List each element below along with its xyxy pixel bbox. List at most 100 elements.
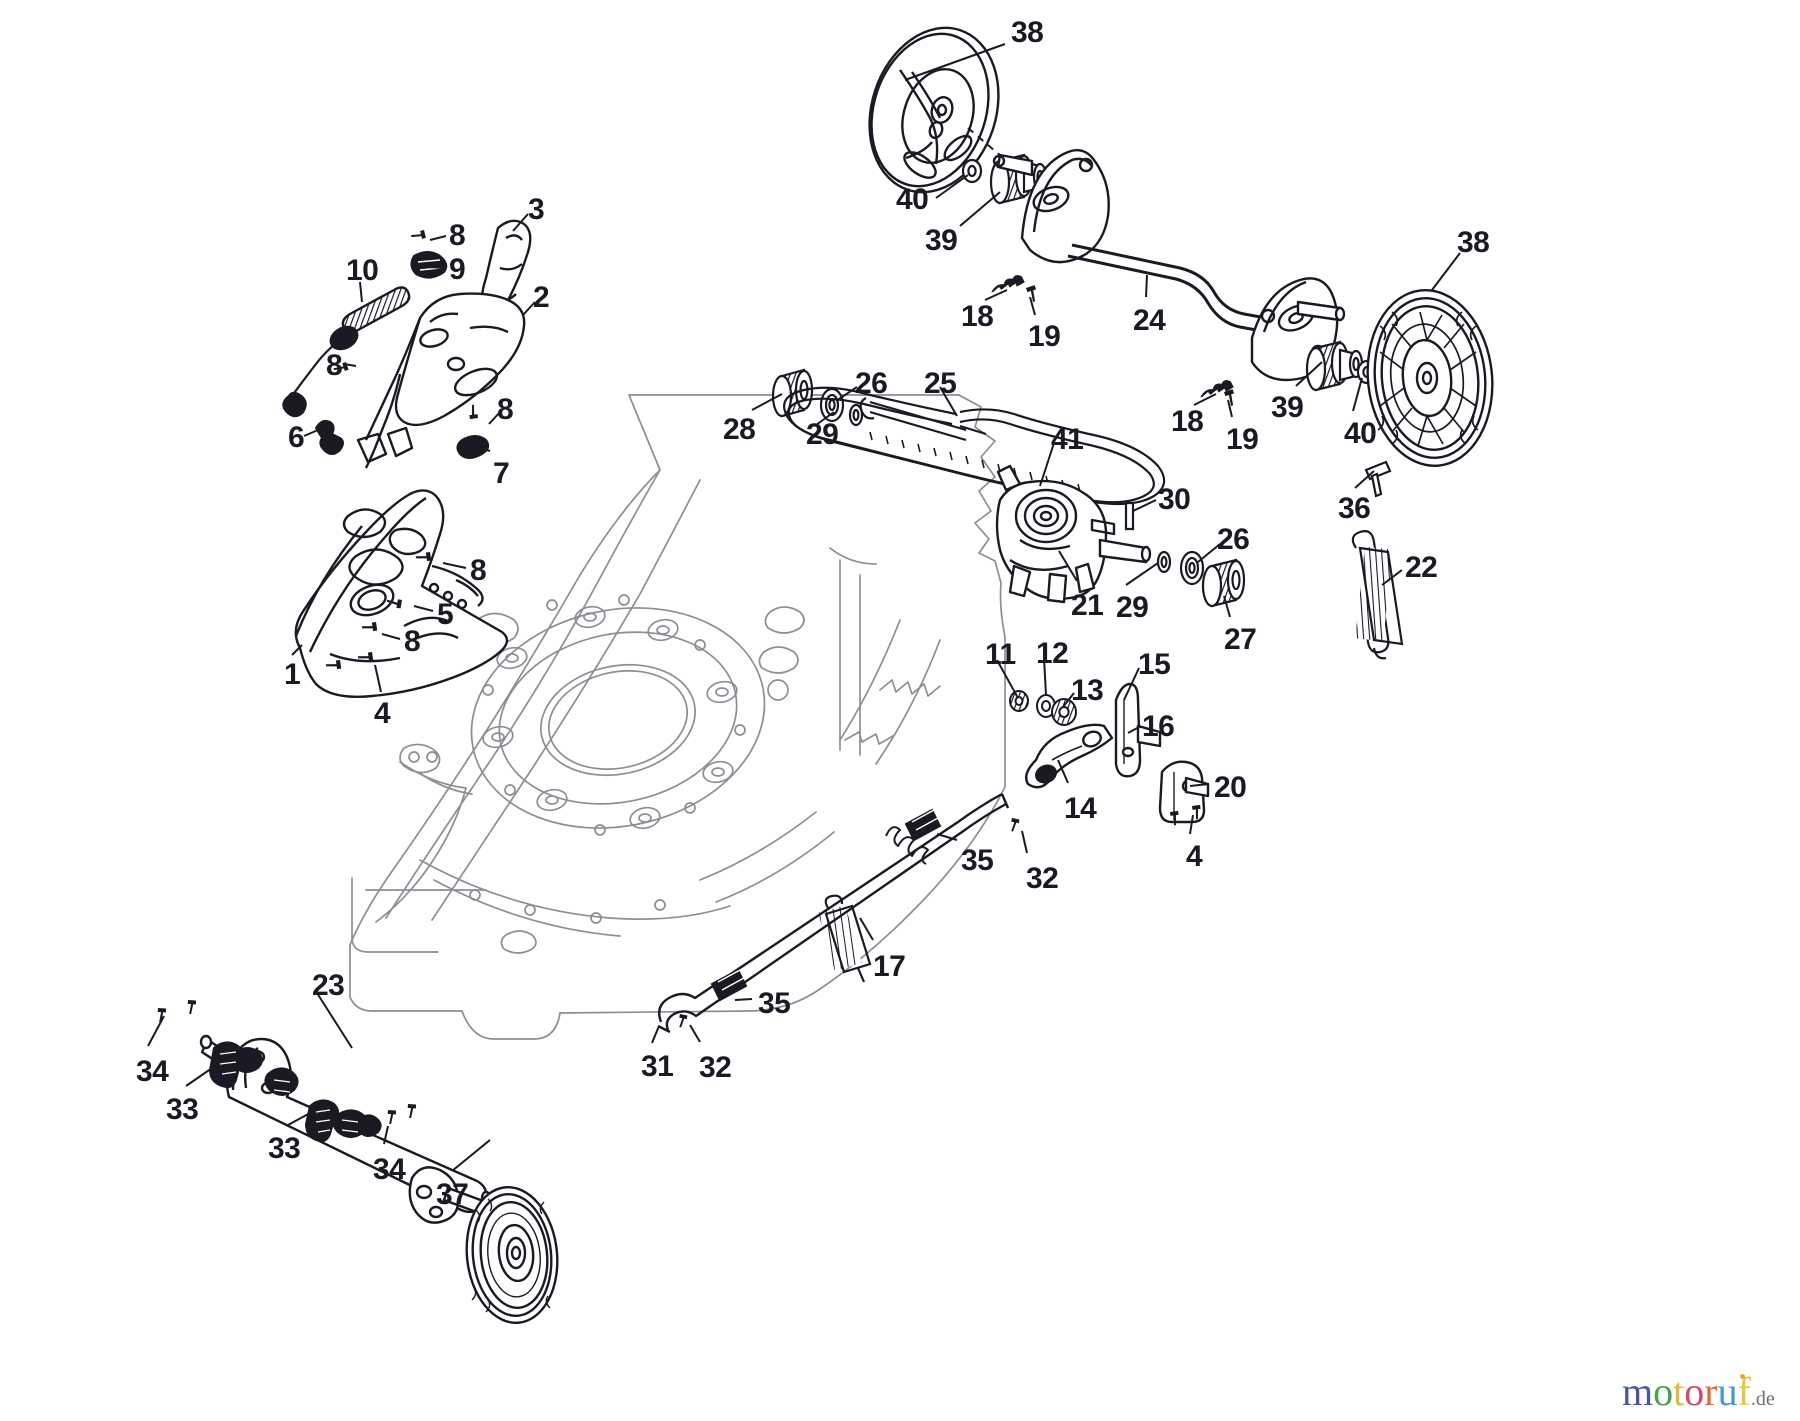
leader-line-34 (383, 1125, 389, 1145)
callout-number-13: 13 (1071, 674, 1104, 707)
callout-number-14: 14 (1064, 792, 1097, 825)
leader-line-14 (1057, 759, 1069, 784)
leader-line-8 (442, 562, 467, 569)
leader-line-28 (751, 393, 783, 411)
leader-line-8 (381, 633, 401, 640)
callout-number-19: 19 (1028, 320, 1061, 353)
leader-line-29 (815, 411, 835, 426)
callout-number-5: 5 (437, 598, 454, 631)
leader-line-6 (303, 429, 319, 437)
callout-number-6: 6 (288, 421, 305, 454)
callout-number-7: 7 (493, 457, 510, 490)
leader-line-29 (1125, 562, 1159, 586)
callout-number-19: 19 (1226, 423, 1259, 456)
leader-line-13 (1062, 692, 1075, 708)
watermark-suffix: .de (1750, 1388, 1775, 1410)
leader-line-32 (689, 1024, 701, 1043)
leader-line-21 (1058, 550, 1078, 582)
callout-number-40: 40 (896, 183, 929, 216)
leader-line-27 (1223, 595, 1231, 618)
leader-line-4 (1189, 814, 1194, 835)
callout-number-33: 33 (268, 1132, 301, 1165)
callout-number-35: 35 (961, 844, 994, 877)
leader-line-41 (1039, 442, 1055, 487)
callout-number-8: 8 (404, 625, 421, 658)
callout-number-26: 26 (855, 367, 888, 400)
callout-number-27: 27 (1224, 623, 1257, 656)
callout-number-10: 10 (346, 254, 379, 287)
watermark-accent-dot (1740, 1374, 1745, 1379)
leader-line-19 (1227, 399, 1233, 418)
leader-line-33 (185, 1065, 216, 1087)
callout-number-8: 8 (449, 219, 466, 252)
callout-number-18: 18 (1171, 405, 1204, 438)
callout-number-24: 24 (1133, 304, 1166, 337)
callout-number-35: 35 (758, 987, 791, 1020)
callout-number-29: 29 (806, 418, 839, 451)
callout-number-25: 25 (924, 367, 957, 400)
leader-line-39 (959, 191, 1001, 227)
callout-number-17: 17 (873, 950, 906, 983)
leader-line-15 (1123, 667, 1140, 701)
callout-number-40: 40 (1344, 417, 1377, 450)
callout-number-11: 11 (985, 638, 1016, 671)
callout-number-18: 18 (961, 300, 994, 333)
callout-number-4: 4 (1186, 840, 1203, 873)
callout-number-31: 31 (641, 1050, 674, 1083)
callout-number-21: 21 (1071, 589, 1104, 622)
leader-line-35 (936, 833, 958, 841)
leader-line-32 (1021, 830, 1028, 854)
watermark-letter-0: m (1622, 1369, 1654, 1414)
leader-line-7 (473, 445, 491, 452)
leader-line-1 (291, 644, 303, 656)
watermark-letter-1: o (1653, 1369, 1674, 1414)
leader-line-18 (984, 289, 1008, 301)
callout-number-4: 4 (374, 697, 391, 730)
callout-number-8: 8 (497, 393, 514, 426)
callout-number-34: 34 (136, 1055, 169, 1088)
callout-number-8: 8 (326, 349, 343, 382)
callout-number-16: 16 (1142, 710, 1175, 743)
callout-number-23: 23 (312, 969, 345, 1002)
callout-number-39: 39 (925, 224, 958, 257)
callout-number-34: 34 (373, 1153, 406, 1186)
callout-number-22: 22 (1405, 551, 1438, 584)
callout-number-41: 41 (1051, 423, 1084, 456)
leader-line-3 (512, 213, 529, 232)
callout-number-20: 20 (1214, 771, 1247, 804)
leader-line-11 (996, 659, 1019, 699)
callout-number-2: 2 (533, 281, 550, 314)
leader-line-16 (1127, 725, 1142, 734)
callout-number-38: 38 (1011, 16, 1044, 49)
leader-line-10 (359, 281, 363, 303)
callout-number-1: 1 (284, 658, 301, 691)
leader-line-39 (1295, 361, 1323, 387)
callout-number-15: 15 (1138, 648, 1171, 681)
callout-leader-lines (147, 43, 1461, 1172)
leader-line-23 (316, 992, 353, 1049)
callout-number-32: 32 (699, 1051, 732, 1084)
leader-line-31 (651, 1025, 660, 1044)
callout-number-26: 26 (1217, 523, 1250, 556)
callout-number-36: 36 (1338, 492, 1371, 525)
callout-number-38: 38 (1457, 226, 1490, 259)
leader-line-9 (427, 266, 446, 269)
leader-line-30 (1132, 499, 1157, 512)
leader-line-8 (429, 235, 447, 241)
leader-line-34 (147, 1015, 165, 1047)
leader-line-12 (1043, 657, 1047, 696)
leader-line-20 (1189, 783, 1210, 787)
leader-line-38 (1431, 252, 1461, 291)
watermark-letter-3: o (1684, 1369, 1705, 1414)
leader-line-25 (939, 386, 958, 417)
callout-number-8: 8 (470, 554, 487, 587)
watermark-letter-4: r (1704, 1369, 1718, 1414)
leader-line-5 (413, 605, 434, 612)
leader-line-36 (1354, 470, 1375, 489)
leader-line-19 (1029, 296, 1036, 316)
callout-number-29: 29 (1116, 591, 1149, 624)
leader-line-18 (1193, 393, 1217, 406)
leader-line-40 (1352, 377, 1363, 412)
